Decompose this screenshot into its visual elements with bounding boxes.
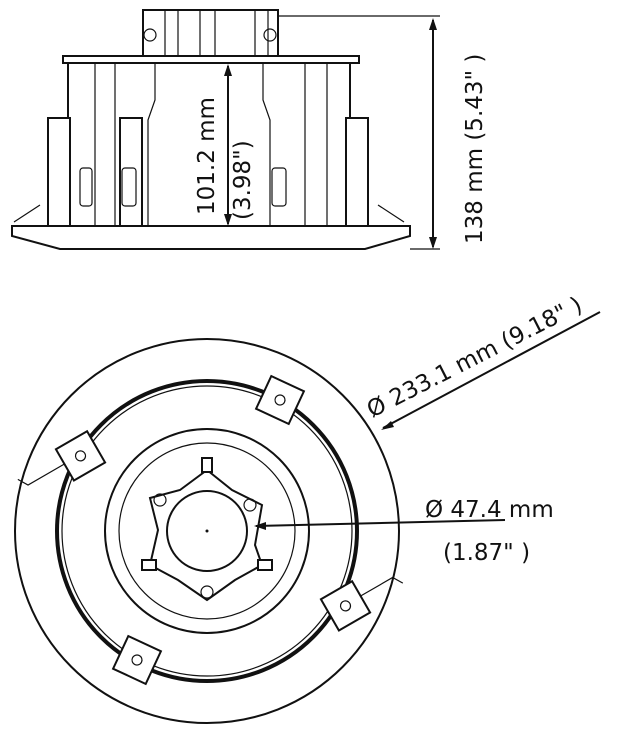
top-bracket: [142, 9, 279, 61]
inner-height-mm-label: 101.2 mm: [194, 97, 220, 215]
right-clip: [345, 117, 369, 227]
inner-height-in-label: (3.98"): [230, 140, 256, 220]
left-clip: [47, 117, 71, 227]
top-rim: [62, 55, 360, 64]
total-height-label: 138 mm (5.43" ): [462, 54, 488, 244]
inner-diameter-leader: [255, 519, 506, 527]
trim-flange: [11, 225, 411, 250]
bottom-view: Ø 233.1 mm (9.18" ) Ø 47.4 mm (1.87" ): [14, 292, 601, 724]
inner-diameter-mm-label: Ø 47.4 mm: [425, 497, 554, 523]
inner-diameter-in-label: (1.87" ): [443, 540, 530, 566]
outer-diameter-leader: [382, 311, 601, 429]
outer-diameter-label: Ø 233.1 mm (9.18" ): [363, 292, 587, 423]
side-view: 101.2 mm (3.98") 138 mm (5.43" ): [11, 9, 488, 250]
outer-trim-circle: [14, 338, 400, 724]
